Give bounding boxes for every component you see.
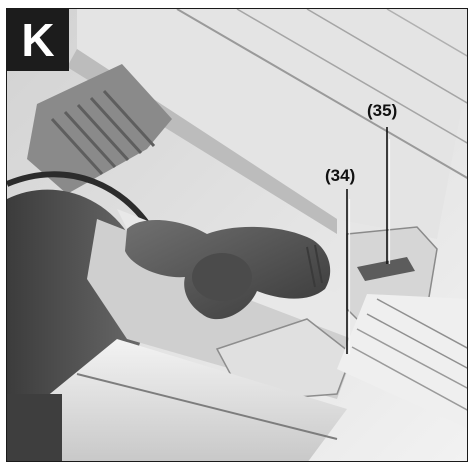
rail-line: [306, 9, 467, 104]
base-plate-top: [77, 9, 467, 239]
callout-label-35: (35): [367, 101, 398, 120]
callout-label-34: (34): [325, 166, 356, 185]
panel-letter: K: [21, 14, 55, 66]
guide-rail-lower: [337, 294, 467, 429]
grip-ribs: [50, 89, 156, 176]
knob-grip-lines: [306, 244, 323, 288]
figure-frame: K (35) (34): [6, 8, 468, 462]
bottom-left-block: [7, 394, 62, 461]
knob-hub: [192, 253, 252, 301]
panel-letter-badge: K: [7, 9, 69, 71]
rail-line: [236, 9, 467, 144]
base-rail-edge: [76, 373, 338, 440]
rail-line: [176, 9, 467, 179]
guide-slot: [357, 257, 415, 281]
rail-line: [386, 9, 467, 57]
circular-saw-guide-illustration: [7, 9, 467, 461]
